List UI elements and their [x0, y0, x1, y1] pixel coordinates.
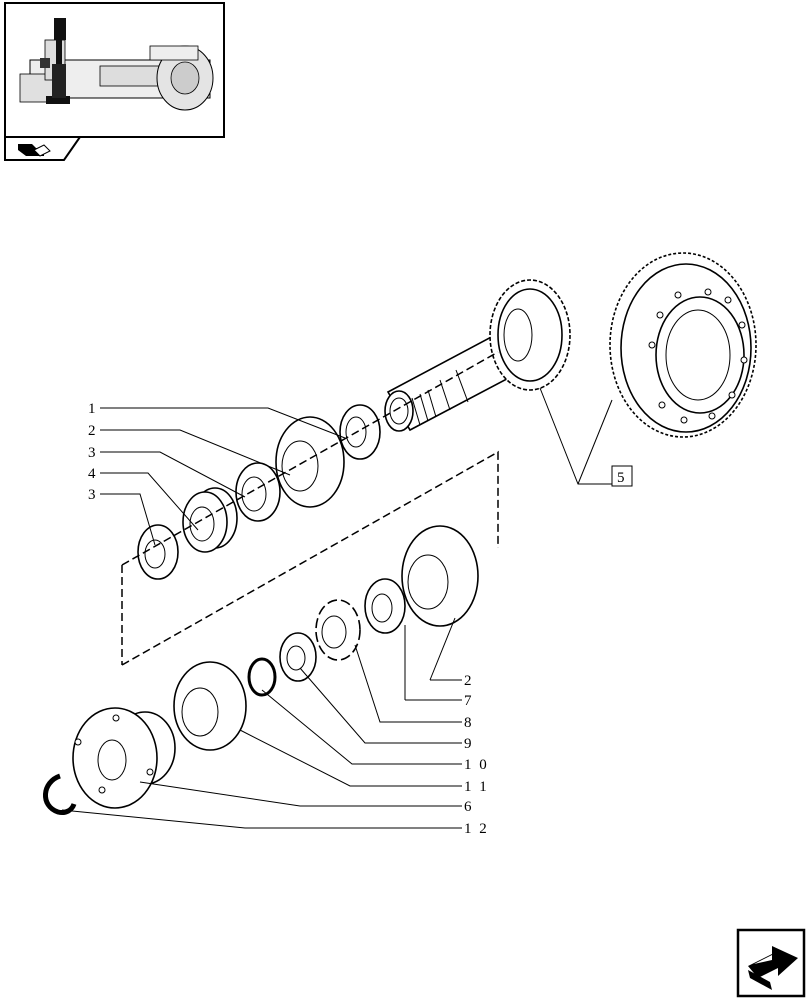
- next-page-arrow-icon[interactable]: [736, 928, 806, 998]
- callout-labels: 1 2 3 4 3 5 2 7 8 9 1 0 1 1 6 1 2: [88, 401, 633, 837]
- leader-lines: [61, 387, 613, 829]
- crown-wheel: [609, 252, 757, 438]
- lock-nut-8: [315, 599, 361, 661]
- oil-seal-11: [173, 661, 247, 751]
- spacer-4: [182, 487, 238, 553]
- callout-2-lower: 2: [464, 673, 474, 689]
- callout-1: 1: [88, 401, 98, 417]
- bearing-2-lower: [401, 525, 479, 627]
- callout-2-upper: 2: [88, 423, 98, 439]
- callout-8: 8: [464, 715, 474, 731]
- callout-6: 6: [464, 799, 474, 815]
- callout-3-upper: 3: [88, 445, 98, 461]
- callout-4: 4: [88, 466, 98, 482]
- ring-3-upper: [235, 462, 281, 522]
- washer-9: [279, 632, 317, 682]
- flange-6: [72, 707, 176, 809]
- callout-12: 1 2: [464, 821, 489, 837]
- pinion-shaft: [384, 279, 571, 432]
- book-arrow-icon[interactable]: [18, 144, 51, 157]
- callout-5-box: [611, 465, 633, 487]
- assembly-dashed-frame: [121, 351, 499, 666]
- thumbnail-panel[interactable]: [4, 2, 225, 161]
- snap-ring-10: [247, 657, 277, 697]
- callout-9: 9: [464, 736, 474, 752]
- thrust-washer-1: [339, 404, 381, 460]
- circlip-12: [43, 773, 77, 815]
- bearing-2-upper: [275, 416, 345, 508]
- callout-5: 5: [617, 470, 627, 486]
- axle-assembly-thumbnail: [19, 18, 214, 111]
- washer-7: [364, 578, 406, 634]
- callout-3-lower: 3: [88, 487, 98, 503]
- callout-7: 7: [464, 693, 474, 709]
- callout-10: 1 0: [464, 757, 489, 773]
- callout-11: 1 1: [464, 779, 489, 795]
